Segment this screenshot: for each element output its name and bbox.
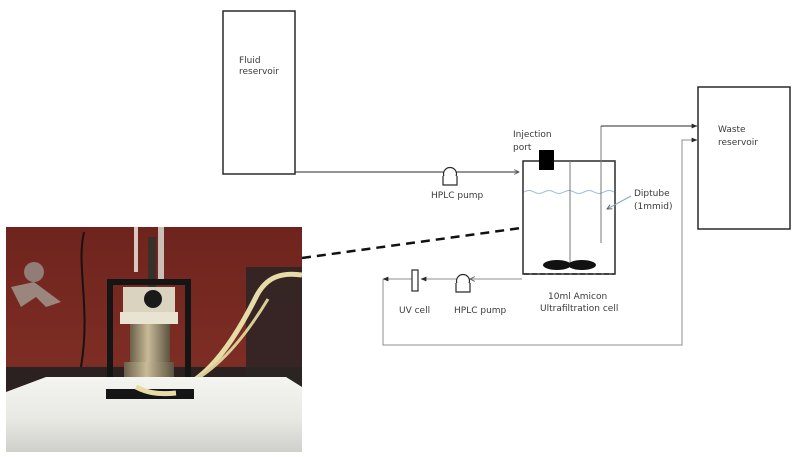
injection-port-block [539, 150, 554, 170]
fluid-reservoir-label-line2: reservoir [239, 67, 279, 77]
cell-label-line1: 10ml Amicon [548, 292, 607, 302]
injection-port-label-line2: port [513, 143, 532, 153]
fluid-reservoir-label-line1: Fluid [239, 56, 261, 66]
photo-connector [301, 226, 522, 260]
outlet-line [382, 137, 698, 346]
outlet-hplc-pump: HPLC pump [454, 273, 507, 316]
apparatus-photo [6, 227, 302, 452]
inlet-pump-label: HPLC pump [431, 191, 484, 201]
ultrafiltration-cell: 10ml Amicon Ultrafiltration cell [522, 160, 618, 314]
cell-label-line2: Ultrafiltration cell [540, 304, 618, 314]
diptube-label-line2: (1mmid) [634, 202, 673, 212]
injection-port-label-line1: Injection [513, 130, 552, 140]
inlet-hplc-pump: HPLC pump [431, 166, 484, 201]
uv-cell: UV cell [399, 269, 430, 316]
outlet-pump-label: HPLC pump [454, 306, 507, 316]
uv-cell-label: UV cell [399, 306, 430, 316]
waste-reservoir-label-line2: reservoir [718, 138, 758, 148]
fluid-reservoir: Fluid reservoir [222, 10, 296, 175]
stirrer-blade-right [568, 260, 596, 270]
diptube-label-line1: Diptube [634, 189, 670, 199]
waste-reservoir: Waste reservoir [697, 86, 791, 230]
diptube: Diptube (1mmid) [600, 123, 698, 243]
waste-reservoir-label-line1: Waste [718, 125, 746, 135]
injection-port: Injection port [513, 130, 554, 170]
diptube-pointer [607, 195, 632, 209]
stirrer-blade-left [543, 260, 571, 270]
water-surface [523, 190, 615, 194]
